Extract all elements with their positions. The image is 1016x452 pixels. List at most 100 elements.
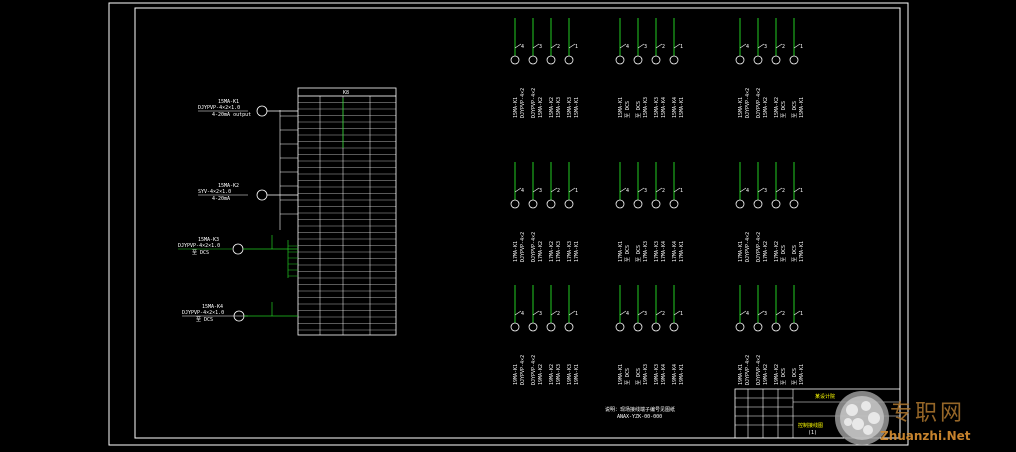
loop-terminal-circle xyxy=(735,199,745,209)
loop-terminal-circle xyxy=(546,322,556,332)
loop-terminal-circle xyxy=(615,322,625,332)
loop-terminal-circle xyxy=(510,199,520,209)
loop-label-spec: 15MA-K3 xyxy=(643,97,649,118)
loop-terminal-circle xyxy=(753,322,763,332)
loop-label-spec: 17MA-K3 xyxy=(556,241,562,262)
cable-spec: DJYPVP-4×2×1.0 xyxy=(198,105,240,111)
loop-terminal-number: 4 xyxy=(626,311,629,317)
loop-terminal-circle xyxy=(669,55,679,65)
loop-label-spec: DJYPVP-4×2 xyxy=(520,88,526,118)
loop-label-spec: 15MA-K1 xyxy=(799,97,805,118)
loop-terminal-circle xyxy=(633,199,643,209)
loop-terminal-number: 1 xyxy=(800,44,803,50)
loop-terminal-circle xyxy=(789,199,799,209)
loop-terminal-number: 4 xyxy=(626,188,629,194)
loop-terminal-number: 3 xyxy=(764,188,767,194)
title-block: 某设计院 控制接线图 (1) xyxy=(734,388,901,439)
loop-terminal-number: 1 xyxy=(800,311,803,317)
loop-terminal-circle xyxy=(669,322,679,332)
loop-label: 19MA-K1 xyxy=(513,364,519,385)
loop-label-spec: 至 DCS xyxy=(781,368,787,385)
cable-sub: 4-20mA xyxy=(212,196,230,202)
cabinet-label: K8 xyxy=(343,90,349,96)
title-sheet: (1) xyxy=(808,430,817,436)
loop-label: 17MA-K3 xyxy=(654,241,660,262)
loop-label-spec: 19MA-K1 xyxy=(799,364,805,385)
loop-label-spec: 17MA-K1 xyxy=(679,241,685,262)
loop-terminal-circle xyxy=(546,199,556,209)
loop-label-spec: 19MA-K3 xyxy=(643,364,649,385)
loop-terminal-number: 3 xyxy=(764,44,767,50)
loop-label: 17MA-K1 xyxy=(513,241,519,262)
loop-terminal-circle xyxy=(651,199,661,209)
loop-terminal-number: 3 xyxy=(644,188,647,194)
loop-terminal-number: 4 xyxy=(746,311,749,317)
loop-label-spec: DJYPVP-4×2 xyxy=(520,232,526,262)
loop-terminal-number: 1 xyxy=(575,188,578,194)
loop-terminal-number: 2 xyxy=(557,311,560,317)
loop-label: 15MA-K1 xyxy=(618,97,624,118)
loop-label: 15MA-K1 xyxy=(513,97,519,118)
loop-terminal-number: 1 xyxy=(575,44,578,50)
title-company: 某设计院 xyxy=(815,393,835,400)
cable-tag: 15MA-K3 xyxy=(198,237,219,243)
cable-tag: 15MA-K2 xyxy=(218,183,239,189)
loop-label: DJYPVP-4×2 xyxy=(531,355,537,385)
loop-terminal-number: 4 xyxy=(746,188,749,194)
loop-terminal-circle xyxy=(510,55,520,65)
loop-label-spec: 19MA-K4 xyxy=(661,364,667,385)
loop-terminal-circle xyxy=(546,55,556,65)
loop-terminal-number: 4 xyxy=(626,44,629,50)
loop-label-spec: 17MA-K2 xyxy=(763,241,769,262)
watermark-cn: 专职网 xyxy=(890,401,965,426)
cable-tag: 15MA-K1 xyxy=(218,99,239,105)
loop-terminal-circle xyxy=(528,199,538,209)
cable-sub: 至 DCS xyxy=(192,250,209,256)
loop-label-spec: 17MA-K4 xyxy=(661,241,667,262)
loop-label-spec: 17MA-K2 xyxy=(538,241,544,262)
loop-label-spec: 至 DCS xyxy=(625,245,631,262)
loop-terminal-number: 1 xyxy=(575,311,578,317)
loop-label: 17MA-K1 xyxy=(618,241,624,262)
watermark: 专职网 Zhuanzhi.Net xyxy=(835,391,971,445)
loop-label: DJYPVP-4×2 xyxy=(756,232,762,262)
outer-frame xyxy=(108,2,909,446)
loop-label-spec: 17MA-K1 xyxy=(574,241,580,262)
loop-label: 17MA-K4 xyxy=(672,241,678,262)
loop-label: 15MA-K2 xyxy=(549,97,555,118)
loop-terminal-circle xyxy=(633,322,643,332)
loop-label: 19MA-K3 xyxy=(654,364,660,385)
loop-label-spec: DJYPVP-4×2 xyxy=(745,355,751,385)
loop-label: 至 DCS xyxy=(792,368,798,385)
loop-terminal-number: 4 xyxy=(521,44,524,50)
loop-label: 至 DCS xyxy=(792,101,798,118)
loop-label-spec: 至 DCS xyxy=(781,245,787,262)
loop-label: 至 DCS xyxy=(636,245,642,262)
loop-terminal-circle xyxy=(735,55,745,65)
loop-terminal-number: 3 xyxy=(644,44,647,50)
loop-terminal-number: 2 xyxy=(782,311,785,317)
cable-spec: DJYPVP-4×2×1.0 xyxy=(178,243,220,249)
loop-label-spec: DJYPVP-4×2 xyxy=(745,88,751,118)
loop-terminal-circle xyxy=(615,199,625,209)
loop-terminal-circle xyxy=(771,199,781,209)
loop-terminal-circle xyxy=(753,199,763,209)
loop-label: 至 DCS xyxy=(636,368,642,385)
loop-label-spec: 17MA-K1 xyxy=(799,241,805,262)
cable-sub: 至 DCS xyxy=(196,317,213,323)
loop-label-spec: DJYPVP-4×2 xyxy=(745,232,751,262)
cable-gland-circle xyxy=(256,189,268,201)
loop-terminal-number: 3 xyxy=(644,311,647,317)
loop-terminal-circle xyxy=(735,322,745,332)
loop-label: 19MA-K1 xyxy=(738,364,744,385)
